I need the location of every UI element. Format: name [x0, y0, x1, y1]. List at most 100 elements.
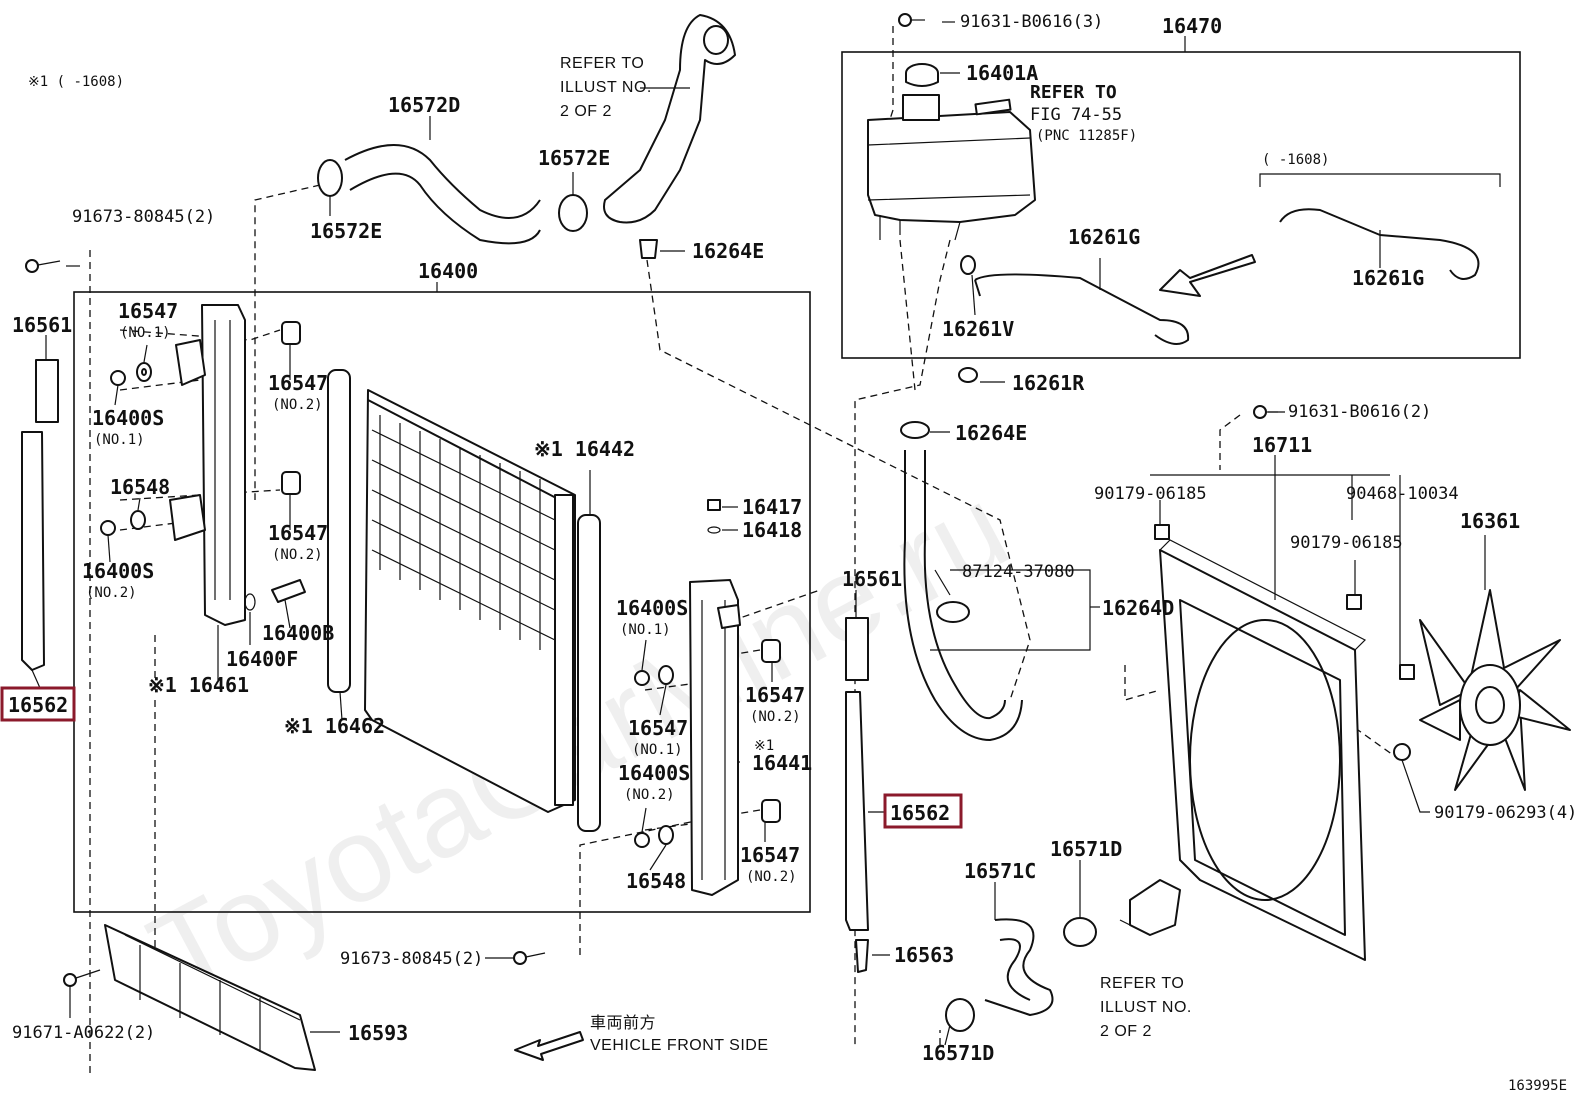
fan-shroud-16711[interactable] [1159, 539, 1367, 961]
grommet-16547-mid-left[interactable] [281, 471, 301, 495]
drain-cock-16400B[interactable] [271, 579, 306, 603]
grommet-16547-upper-left[interactable] [281, 321, 301, 345]
seal-16561-left[interactable] [35, 359, 59, 423]
air-guide-16593[interactable] [104, 924, 316, 1071]
washer-16548-left[interactable] [130, 510, 146, 530]
label-16571C[interactable]: 16571C [964, 859, 1036, 883]
hose-clip-16261V[interactable] [960, 255, 976, 275]
label-16361[interactable]: 16361 [1460, 509, 1520, 533]
label-16547-3[interactable]: 16547 [268, 521, 328, 545]
label-16418[interactable]: 16418 [742, 518, 802, 542]
nut-90179-06293[interactable] [1393, 743, 1411, 761]
hose-clamp-16264E-mid[interactable] [900, 421, 930, 439]
label-16572E-a[interactable]: 16572E [310, 219, 382, 243]
label-16417[interactable]: 16417 [742, 495, 802, 519]
label-16400F[interactable]: 16400F [226, 647, 298, 671]
bolt-91631-B0616-tank[interactable] [898, 13, 925, 27]
seal-16562-left[interactable] [21, 431, 45, 671]
label-16562-b[interactable]: 16562 [890, 801, 950, 825]
label-16400B[interactable]: 16400B [262, 621, 334, 645]
o-ring-16418[interactable] [707, 526, 721, 534]
highlight-16562-left[interactable] [0, 686, 76, 722]
label-16261G-a[interactable]: 16261G [1068, 225, 1140, 249]
highlight-16562-right[interactable] [883, 793, 963, 829]
label-16561-a[interactable]: 16561 [12, 313, 72, 337]
hose-clamp-16261R[interactable] [958, 367, 978, 383]
hose-clamp-16571D-top[interactable] [1063, 917, 1097, 947]
label-16547-5[interactable]: 16547 [628, 716, 688, 740]
label-16461[interactable]: ※1 16461 [148, 673, 249, 697]
label-16571D-a[interactable]: 16571D [1050, 837, 1122, 861]
seal-16561-right[interactable] [845, 617, 869, 681]
label-16563[interactable]: 16563 [894, 943, 954, 967]
label-16400[interactable]: 16400 [418, 259, 478, 283]
screw-16400S-no1-right[interactable] [634, 670, 650, 686]
screw-16400S-no2[interactable] [100, 520, 116, 536]
label-16261R[interactable]: 16261R [1012, 371, 1085, 395]
label-16401A[interactable]: 16401A [966, 61, 1038, 85]
bolt-91673-80845-bottom[interactable] [513, 951, 546, 965]
seal-16462[interactable] [327, 369, 351, 693]
left-tank-16461[interactable] [201, 304, 246, 626]
label-16441[interactable]: 16441 [752, 751, 812, 775]
label-16711[interactable]: 16711 [1252, 433, 1312, 457]
label-16261V[interactable]: 16261V [942, 317, 1014, 341]
bolt-91671-A0622[interactable] [63, 969, 101, 987]
o-ring-16400F[interactable] [244, 593, 256, 611]
label-16264D[interactable]: 16264D [1102, 596, 1174, 620]
label-16562-a[interactable]: 16562 [8, 693, 68, 717]
label-16462[interactable]: ※1 16462 [284, 714, 385, 738]
washer-16547-no1-right[interactable] [658, 665, 674, 685]
label-16571D-b[interactable]: 16571D [922, 1041, 994, 1065]
label-16548-a[interactable]: 16548 [110, 475, 170, 499]
label-91673-80845-a[interactable]: 91673-80845(2) [72, 207, 215, 227]
overflow-hose-16261G[interactable] [974, 273, 1190, 345]
label-16547-4[interactable]: 16547 [745, 683, 805, 707]
label-16264E-a[interactable]: 16264E [692, 239, 764, 263]
grommet-16547-upper-right[interactable] [761, 639, 781, 663]
upper-hose-16572D[interactable] [344, 144, 541, 245]
radiator-core[interactable] [364, 389, 576, 813]
label-16261G-b[interactable]: 16261G [1352, 266, 1424, 290]
label-90179-06293[interactable]: 90179-06293(4) [1434, 803, 1577, 823]
label-90468-10034[interactable]: 90468-10034 [1346, 484, 1459, 504]
label-16547-1[interactable]: 16547 [118, 299, 178, 323]
clip-90179-06185-a[interactable] [1154, 524, 1170, 540]
label-91631-B0616-2[interactable]: 91631-B0616(2) [1288, 402, 1431, 422]
label-16442[interactable]: ※1 16442 [534, 437, 635, 461]
hose-clamp-16264E-top[interactable] [639, 239, 658, 259]
label-90179-06185-b[interactable]: 90179-06185 [1290, 533, 1403, 553]
hose-clamp-16571D-bottom[interactable] [945, 998, 975, 1032]
label-16572D[interactable]: 16572D [388, 93, 460, 117]
clip-90468-10034[interactable] [1399, 664, 1415, 680]
cooling-fan-16361[interactable] [1419, 589, 1571, 791]
screw-16400S-no2-right[interactable] [634, 832, 650, 848]
label-16593[interactable]: 16593 [348, 1021, 408, 1045]
label-87124-37080[interactable]: 87124-37080 [962, 562, 1075, 582]
label-90179-06185-a[interactable]: 90179-06185 [1094, 484, 1207, 504]
label-16400S-4[interactable]: 16400S [618, 761, 690, 785]
label-16547-6[interactable]: 16547 [740, 843, 800, 867]
screw-16400S-no1[interactable] [110, 370, 126, 386]
hose-clamp-16572E-right[interactable] [558, 194, 588, 232]
label-16548-b[interactable]: 16548 [626, 869, 686, 893]
seal-16562-right[interactable] [845, 691, 869, 931]
bolt-91673-80845-top[interactable] [25, 259, 61, 273]
clip-90179-06185-b[interactable] [1346, 594, 1362, 610]
label-16470[interactable]: 16470 [1162, 14, 1222, 38]
washer-16548-right[interactable] [658, 825, 674, 845]
hose-clamp-87124[interactable] [936, 601, 970, 623]
label-91671-A0622[interactable]: 91671-A0622(2) [12, 1023, 155, 1043]
hose-16571C[interactable] [984, 918, 1054, 1016]
label-16400S-2[interactable]: 16400S [82, 559, 154, 583]
label-16400S-3[interactable]: 16400S [616, 596, 688, 620]
hose-clamp-16572E-left[interactable] [317, 159, 343, 197]
overflow-hose-alt-16261G[interactable] [1279, 208, 1480, 280]
label-91673-80845-b[interactable]: 91673-80845(2) [340, 949, 483, 969]
label-91631-B0616-3[interactable]: 91631-B0616(3) [960, 12, 1103, 32]
label-16264E-b[interactable]: 16264E [955, 421, 1027, 445]
seal-16563[interactable] [855, 939, 869, 973]
reserve-tank[interactable] [867, 94, 1036, 241]
drain-plug-16417[interactable] [707, 499, 721, 511]
label-16561-b[interactable]: 16561 [842, 567, 902, 591]
